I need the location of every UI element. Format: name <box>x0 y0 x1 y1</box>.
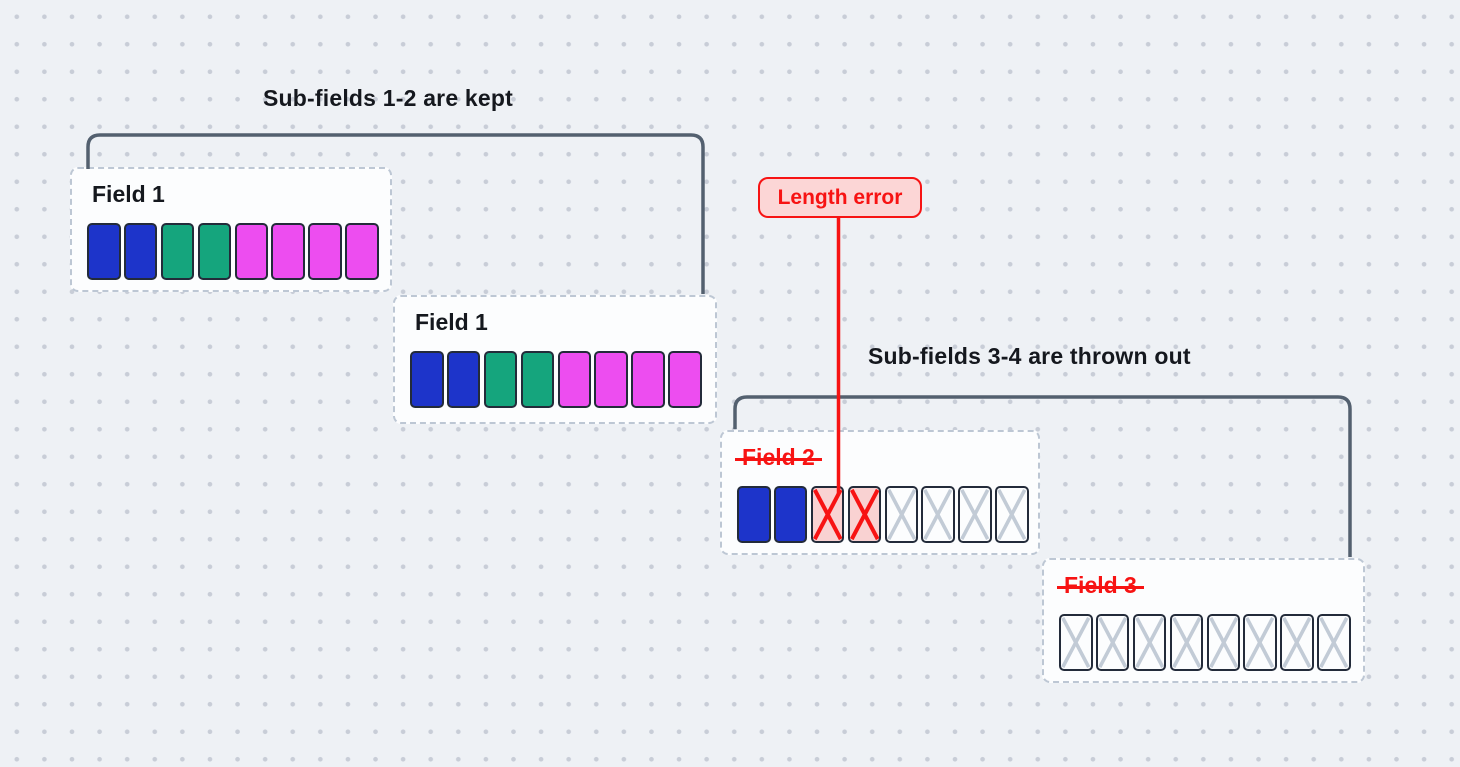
block-row-field2 <box>737 486 1029 543</box>
block-empty <box>1243 614 1277 671</box>
block-error <box>810 486 845 543</box>
field2-discarded-card: Field 2 <box>720 430 1040 555</box>
block-row-field1-kept <box>410 351 702 408</box>
block-magenta <box>308 223 342 280</box>
x-mark-icon <box>1319 616 1349 669</box>
block-empty <box>1317 614 1351 671</box>
block-magenta <box>594 351 628 408</box>
block-row-field3 <box>1059 614 1351 671</box>
block-green <box>160 223 195 280</box>
block-blue <box>737 486 771 543</box>
block-empty <box>1206 614 1241 671</box>
x-mark-icon <box>923 488 953 541</box>
block-magenta <box>668 351 702 408</box>
block-green <box>520 351 555 408</box>
block-empty <box>1280 614 1314 671</box>
block-row-field1-original <box>87 223 379 280</box>
block-green <box>197 223 232 280</box>
x-mark-icon <box>886 488 916 541</box>
card-title-field3: Field 3 <box>1057 572 1144 598</box>
block-magenta <box>631 351 665 408</box>
field1-kept-card: Field 1 <box>393 295 717 424</box>
card-title-field2: Field 2 <box>735 444 822 470</box>
field3-discarded-card: Field 3 <box>1042 558 1365 683</box>
kept-annotation: Sub-fields 1-2 are kept <box>263 85 514 111</box>
block-magenta <box>557 351 592 408</box>
block-green <box>483 351 518 408</box>
block-blue <box>87 223 121 280</box>
block-error <box>847 486 882 543</box>
block-magenta <box>271 223 305 280</box>
x-mark-icon <box>1208 616 1238 669</box>
block-empty <box>1095 614 1130 671</box>
card-title-field1-original: Field 1 <box>92 181 165 207</box>
field1-original-card: Field 1 <box>70 167 392 292</box>
x-mark-icon <box>997 488 1027 541</box>
x-mark-icon <box>960 488 990 541</box>
block-magenta <box>234 223 269 280</box>
x-mark-icon <box>812 488 843 541</box>
x-mark-icon <box>1171 616 1201 669</box>
x-mark-icon <box>849 488 880 541</box>
x-mark-icon <box>1061 616 1091 669</box>
block-empty <box>995 486 1029 543</box>
block-blue <box>123 223 158 280</box>
x-mark-icon <box>1282 616 1312 669</box>
block-empty <box>1059 614 1093 671</box>
card-title-field1-kept: Field 1 <box>415 309 488 335</box>
block-blue <box>410 351 444 408</box>
x-mark-icon <box>1135 616 1165 669</box>
block-empty <box>958 486 992 543</box>
discard-annotation: Sub-fields 3-4 are thrown out <box>868 343 1191 369</box>
block-empty <box>884 486 919 543</box>
block-blue <box>773 486 808 543</box>
block-empty <box>921 486 955 543</box>
length-error-badge: Length error <box>758 177 922 218</box>
block-blue <box>446 351 481 408</box>
block-magenta <box>345 223 379 280</box>
x-mark-icon <box>1245 616 1275 669</box>
block-empty <box>1169 614 1204 671</box>
x-mark-icon <box>1098 616 1128 669</box>
block-empty <box>1132 614 1167 671</box>
